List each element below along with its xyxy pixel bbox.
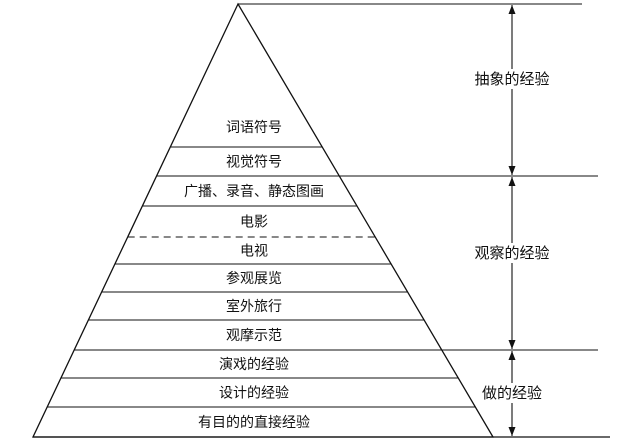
- level-label: 广播、录音、静态图画: [184, 183, 324, 200]
- arrow-up-icon: [508, 177, 516, 186]
- level-bands: 词语符号视觉符号广播、录音、静态图画电影电视参观展览室外旅行观摩示范演戏的经验设…: [47, 120, 476, 431]
- arrow-down-icon: [508, 166, 516, 175]
- arrow-up-icon: [508, 351, 516, 360]
- level-label: 有目的的直接经验: [198, 414, 310, 431]
- level-label: 参观展览: [226, 270, 282, 287]
- level-label: 词语符号: [226, 120, 282, 136]
- group-label: 观察的经验: [474, 244, 549, 262]
- arrow-up-icon: [508, 5, 516, 14]
- group-label-backdrop: [472, 243, 552, 263]
- arrow-down-icon: [508, 427, 516, 436]
- level-label: 设计的经验: [219, 386, 289, 402]
- group-label: 抽象的经验: [474, 70, 549, 88]
- level-label: 电视: [240, 244, 268, 260]
- group-label: 做的经验: [482, 384, 542, 402]
- group-label-backdrop: [472, 69, 552, 89]
- level-label: 电影: [240, 215, 268, 231]
- arrow-down-icon: [508, 340, 516, 349]
- level-label: 演戏的经验: [219, 357, 289, 373]
- level-label: 视觉符号: [226, 155, 282, 171]
- level-label: 观摩示范: [226, 327, 282, 344]
- group-label-backdrop: [479, 383, 545, 403]
- level-label: 室外旅行: [226, 298, 282, 315]
